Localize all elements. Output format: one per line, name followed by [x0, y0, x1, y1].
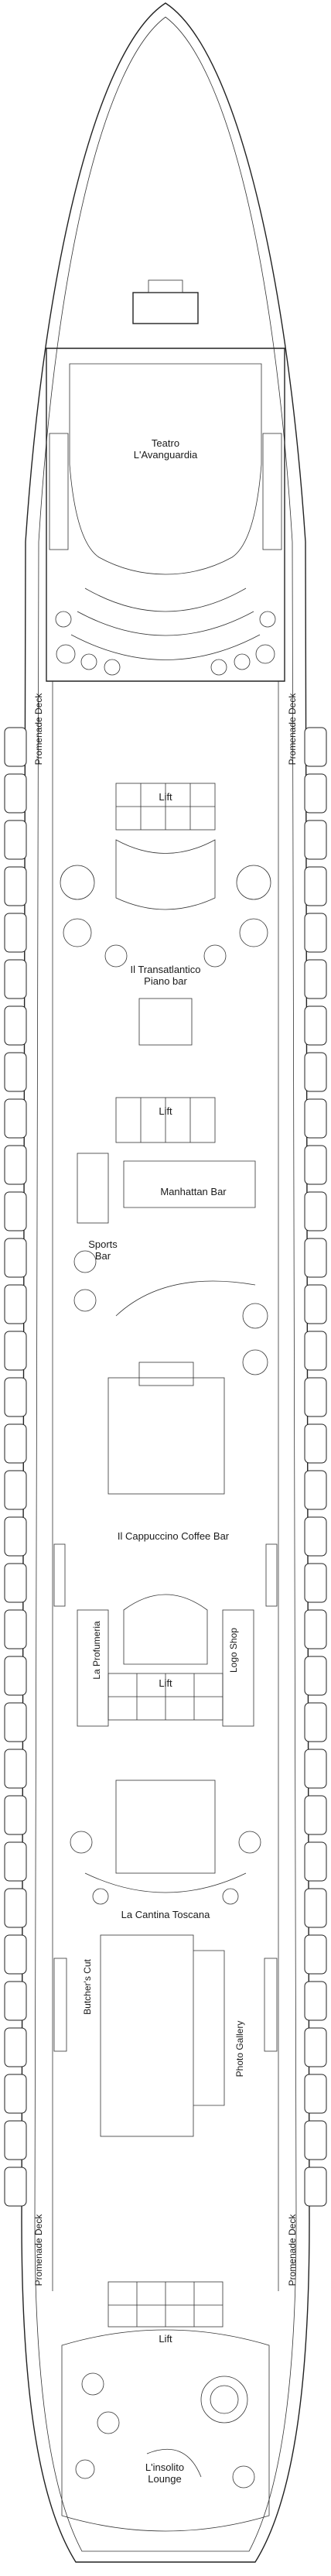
piano-bar-area [60, 839, 271, 1046]
coffee-bar-area [53, 1543, 278, 1727]
transatlantico-label: Il Transatlantico Piano bar [130, 964, 201, 987]
sports-bar-label: Sports Bar [88, 1238, 118, 1262]
promenade-deck-label-se: Promenade Deck [287, 2214, 298, 2287]
lift-label-1: Lift [159, 791, 172, 803]
cantina-area [53, 1780, 278, 2137]
lift-label-2: Lift [159, 1105, 172, 1117]
lift-core-4 [107, 2281, 224, 2328]
hull-outline [21, 2, 310, 2563]
theatre [46, 348, 285, 682]
manhattan-bar-area [73, 1153, 268, 1495]
cantina-label: La Cantina Toscana [121, 1909, 210, 1920]
lifeboats-starboard [304, 727, 327, 2207]
promenade-deck-label-ne: Promenade Deck [287, 693, 298, 766]
lift-label-4: Lift [159, 2333, 172, 2345]
teatro-label: Teatro L'Avanguardia [133, 437, 198, 461]
photo-gallery-label: Photo Gallery [234, 2020, 245, 2078]
logo-shop-label: Logo Shop [228, 1627, 239, 1673]
lift-label-3: Lift [159, 1677, 172, 1689]
cappuccino-label: Il Cappuccino Coffee Bar [117, 1530, 230, 1542]
hull-inner [34, 16, 297, 2552]
profumeria-label: La Profumeria [91, 1621, 102, 1680]
manhattan-label: Manhattan Bar [160, 1186, 227, 1197]
lifeboats-port [4, 727, 27, 2207]
lift-core-1 [115, 783, 216, 831]
lounge-area [61, 2329, 270, 2532]
lift-core-2 [115, 1097, 216, 1143]
bow-block [132, 292, 199, 324]
butchers-cut-label: Butcher's Cut [82, 1959, 93, 2015]
insolito-label: L'insolito Lounge [145, 2461, 185, 2485]
promenade-deck-label-sw: Promenade Deck [33, 2214, 44, 2287]
promenade-deck-label-nw: Promenade Deck [33, 693, 44, 766]
